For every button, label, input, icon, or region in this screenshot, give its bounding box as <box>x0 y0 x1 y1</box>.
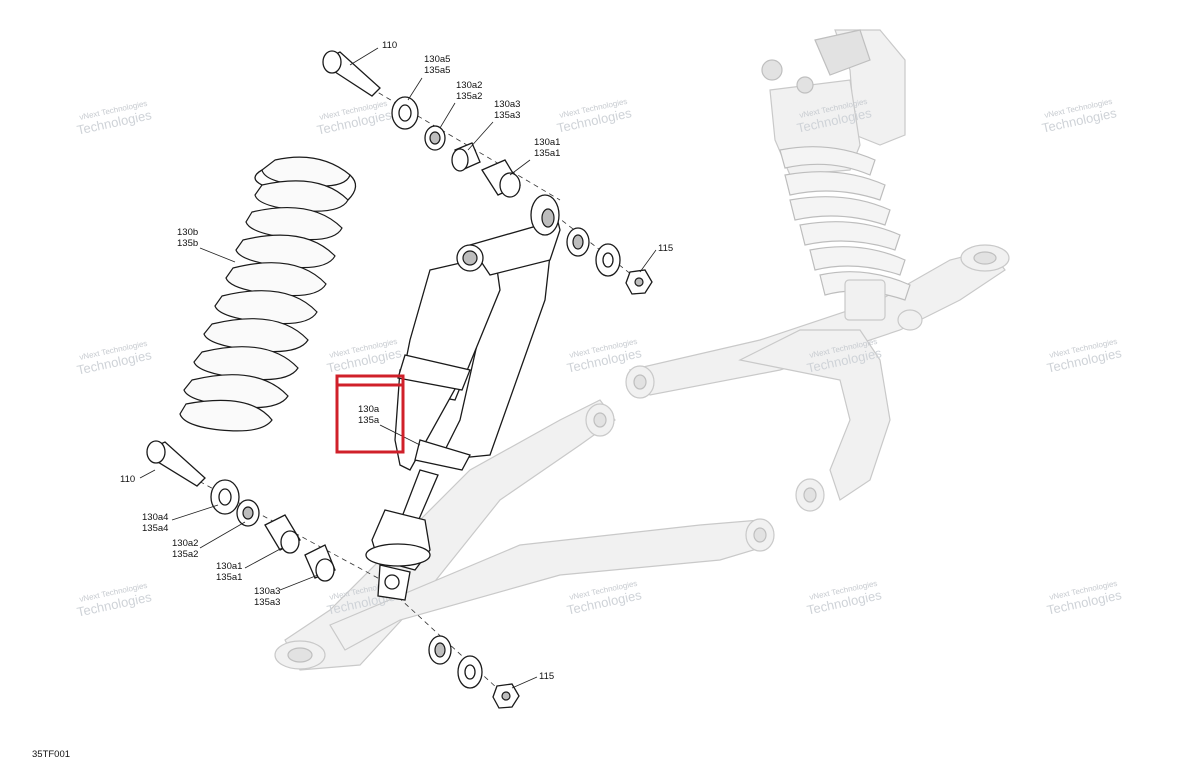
leader-lines <box>139 47 657 689</box>
label-washer-top: 135a5 <box>424 65 450 76</box>
assembled-shock-ghost <box>761 29 923 331</box>
label-washer-top: 130a5 <box>424 54 450 65</box>
bottom-hardware <box>146 440 520 709</box>
label-shock: 130a <box>358 404 380 415</box>
label-bolt-bottom: 110 <box>120 474 135 485</box>
label-spring: 135b <box>177 238 198 249</box>
label-nut-top: 115 <box>658 243 673 254</box>
label-sleeve-bottom: 135a1 <box>216 572 242 583</box>
label-bushing-bottom: 135a3 <box>254 597 280 608</box>
coil-spring <box>179 156 357 432</box>
label-spring: 130b <box>177 227 198 238</box>
label-ring-top: 135a2 <box>456 91 482 102</box>
label-sleeve-bottom: 130a1 <box>216 561 242 572</box>
top-hardware <box>322 50 653 295</box>
label-bolt-top: 110 <box>382 40 397 51</box>
label-ring-top: 130a2 <box>456 80 482 91</box>
label-nut-bottom: 115 <box>539 671 554 682</box>
diagram-id: 35TF001 <box>32 749 70 760</box>
label-bushing-bottom: 130a3 <box>254 586 280 597</box>
label-bushing-top: 135a3 <box>494 110 520 121</box>
shock-absorber <box>365 194 561 601</box>
label-bushing-top: 130a3 <box>494 99 520 110</box>
label-washer-bottom: 135a4 <box>142 523 168 534</box>
selected-part-highlight[interactable] <box>335 374 405 454</box>
label-shock: 135a <box>358 415 380 426</box>
part-labels: 110 130a5 135a5 130a2 135a2 130a3 135a3 … <box>32 40 673 760</box>
label-washer-bottom: 130a4 <box>142 512 168 523</box>
a-arm-ghost <box>274 244 1010 671</box>
label-ring-bottom: 135a2 <box>172 549 198 560</box>
label-sleeve-top: 135a1 <box>534 148 560 159</box>
label-ring-bottom: 130a2 <box>172 538 198 549</box>
label-sleeve-top: 130a1 <box>534 137 560 148</box>
